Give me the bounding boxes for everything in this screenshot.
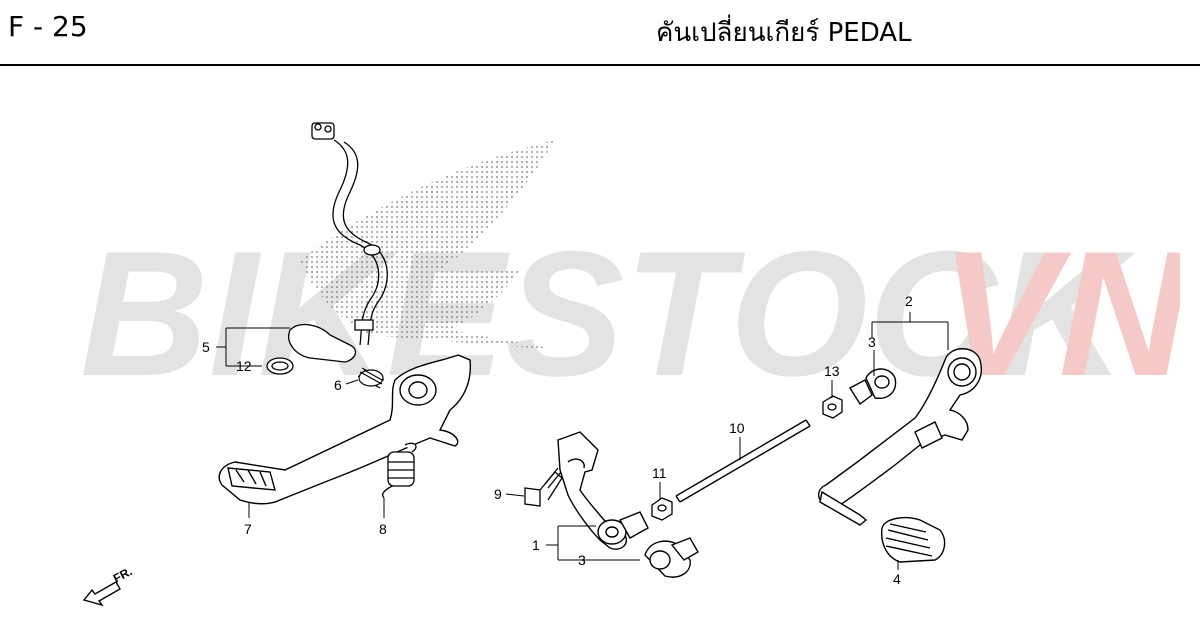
header-bar: F - 25 คันเปลี่ยนเกียร์ PEDAL bbox=[0, 0, 1200, 66]
callout-2: 2 bbox=[905, 293, 913, 309]
pedal-rubber bbox=[881, 516, 946, 563]
rod-end-upper bbox=[849, 368, 897, 406]
callout-12: 12 bbox=[236, 358, 252, 374]
callout-6: 6 bbox=[334, 377, 342, 393]
hose-clip bbox=[266, 357, 294, 375]
small-spring bbox=[357, 367, 385, 389]
wing-logo bbox=[300, 140, 560, 350]
return-spring bbox=[381, 442, 417, 499]
callout-3-upper: 3 bbox=[868, 334, 876, 350]
callout-1: 1 bbox=[532, 537, 540, 553]
leader-lines bbox=[216, 312, 949, 570]
callout-7: 7 bbox=[244, 521, 252, 537]
callout-10: 10 bbox=[729, 420, 745, 436]
figure-title: คันเปลี่ยนเกียร์ PEDAL bbox=[656, 18, 912, 48]
callout-3-lower: 3 bbox=[578, 552, 586, 568]
callout-13: 13 bbox=[824, 363, 840, 379]
nut bbox=[651, 497, 673, 521]
callout-8: 8 bbox=[379, 521, 387, 537]
brake-pedal bbox=[218, 354, 472, 505]
callout-5: 5 bbox=[202, 339, 210, 355]
tie-rod bbox=[675, 419, 811, 503]
brake-hose bbox=[288, 122, 388, 363]
callout-9: 9 bbox=[494, 486, 502, 502]
rod-end-lower bbox=[644, 537, 699, 578]
nut-13 bbox=[822, 395, 843, 419]
callout-11: 11 bbox=[652, 465, 667, 481]
bolt bbox=[524, 467, 563, 507]
figure-code: F - 25 bbox=[8, 10, 88, 43]
shift-arm bbox=[557, 431, 649, 550]
shift-pedal bbox=[818, 348, 982, 526]
front-direction-arrow-icon: FR. bbox=[82, 564, 134, 607]
callout-4: 4 bbox=[893, 571, 901, 587]
